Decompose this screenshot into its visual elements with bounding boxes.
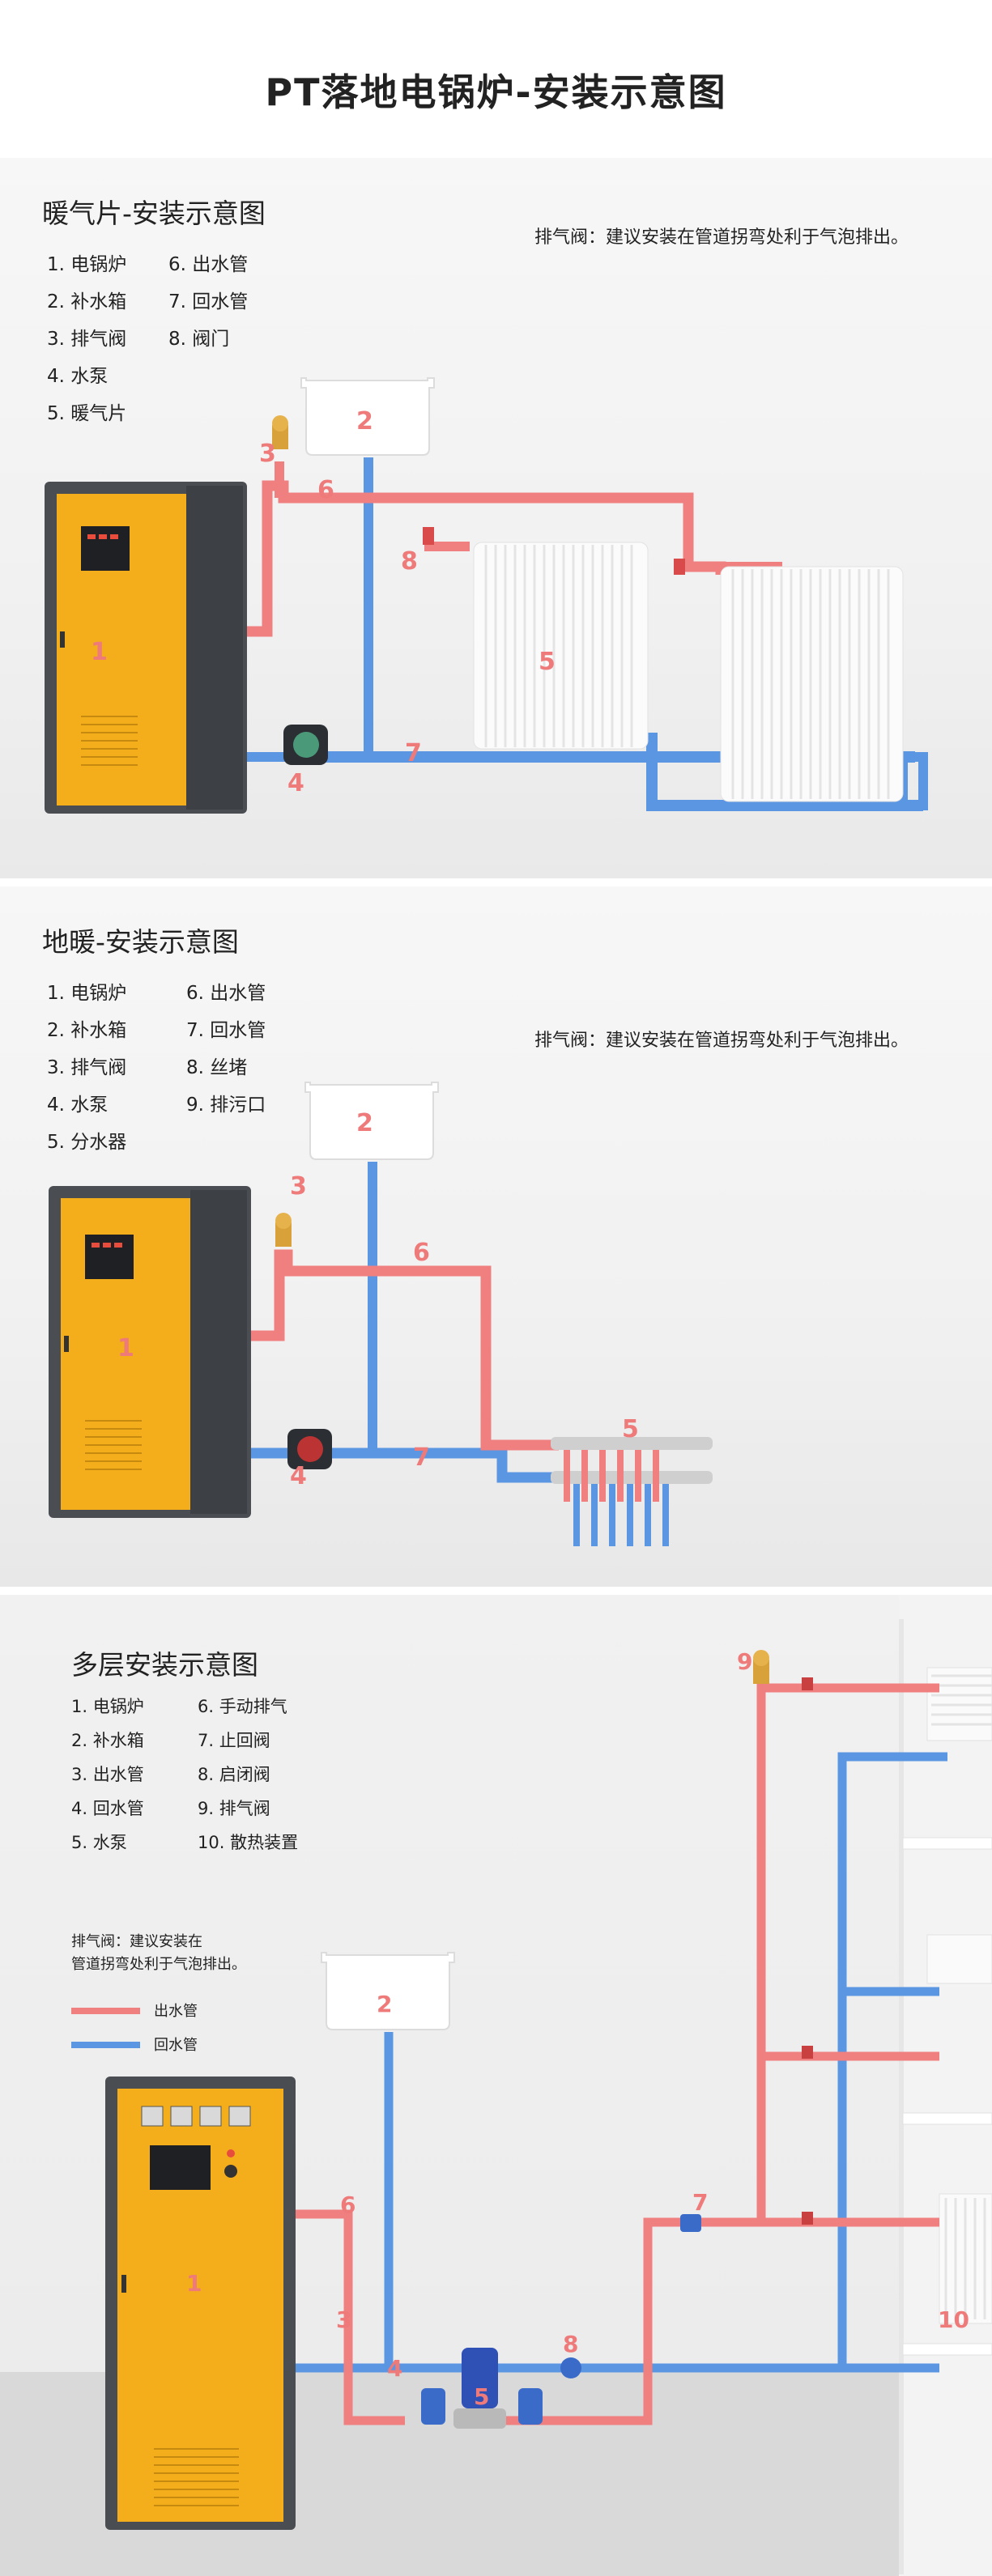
manifold bbox=[551, 1437, 713, 1546]
label-4: 4 bbox=[387, 2355, 402, 2382]
legend-item: 2. 补水箱 bbox=[47, 1020, 127, 1041]
legend-item: 1. 电锅炉 bbox=[47, 254, 127, 275]
valve bbox=[802, 1677, 813, 1690]
label-4: 4 bbox=[290, 1462, 307, 1490]
return-pipe bbox=[182, 1752, 947, 2373]
label-1: 1 bbox=[91, 638, 108, 666]
valve bbox=[674, 559, 685, 575]
supply-pipe bbox=[235, 1249, 559, 1451]
section-title: 暖气片-安装示意图 bbox=[42, 198, 266, 229]
electric-boiler bbox=[49, 1186, 251, 1518]
valve bbox=[802, 2212, 813, 2225]
label-5: 5 bbox=[539, 648, 556, 676]
legend-item: 3. 排气阀 bbox=[47, 1057, 127, 1078]
legend-item: 7. 回水管 bbox=[168, 291, 249, 312]
water-tank bbox=[304, 1082, 439, 1160]
legend-item: 5. 分水器 bbox=[47, 1132, 127, 1153]
label-3: 3 bbox=[336, 2306, 351, 2333]
label-4: 4 bbox=[287, 769, 304, 797]
legend-item: 5. 暖气片 bbox=[47, 403, 127, 424]
label-1: 1 bbox=[117, 1334, 134, 1362]
page-title: PT落地电锅炉-安装示意图 bbox=[265, 70, 727, 114]
radiator-installation-panel: 暖气片-安装示意图 1. 电锅炉 2. 补水箱 3. 排气阀 4. 水泵 5. … bbox=[0, 158, 992, 878]
legend-item: 9. 排气阀 bbox=[198, 1799, 270, 1818]
label-7: 7 bbox=[692, 2189, 708, 2216]
valve bbox=[423, 527, 434, 545]
legend-item: 2. 补水箱 bbox=[47, 291, 127, 312]
vent-note: 排气阀：建议安装在管道拐弯处利于气泡排出。 bbox=[534, 1031, 909, 1051]
legend-item: 6. 出水管 bbox=[186, 983, 266, 1004]
legend-item: 5. 水泵 bbox=[71, 1833, 127, 1852]
multi-floor-panel: 多层安装示意图 1. 电锅炉 2. 补水箱 3. 出水管 4. 回水管 5. 水… bbox=[0, 1595, 992, 2576]
return-pipe bbox=[235, 1162, 567, 1483]
air-vent bbox=[272, 415, 288, 449]
label-5: 5 bbox=[474, 2383, 489, 2410]
label-7: 7 bbox=[413, 1443, 430, 1472]
vent-note: 排气阀：建议安装在管道拐弯处利于气泡排出。 bbox=[534, 227, 909, 248]
legend-item: 4. 水泵 bbox=[47, 1095, 109, 1116]
label-9: 9 bbox=[737, 1648, 752, 1675]
water-pump bbox=[287, 1429, 332, 1469]
air-vent bbox=[753, 1650, 769, 1684]
label-5: 5 bbox=[622, 1415, 639, 1443]
legend-item: 7. 止回阀 bbox=[198, 1731, 270, 1750]
water-tank bbox=[300, 377, 435, 456]
electric-boiler bbox=[105, 2077, 296, 2530]
label-3: 3 bbox=[259, 440, 276, 468]
label-3: 3 bbox=[290, 1172, 307, 1201]
legend-item: 6. 手动排气 bbox=[198, 1697, 287, 1716]
water-tank bbox=[321, 1952, 455, 2030]
label-10: 10 bbox=[938, 2306, 969, 2333]
radiator-diagram: 1 2 3 4 5 6 7 8 bbox=[45, 377, 928, 814]
shelves bbox=[899, 1595, 992, 2576]
legend-item: 2. 补水箱 bbox=[71, 1731, 144, 1750]
label-6: 6 bbox=[413, 1239, 430, 1267]
label-1: 1 bbox=[186, 2270, 202, 2297]
legend-item: 3. 排气阀 bbox=[47, 329, 127, 350]
label-6: 6 bbox=[317, 476, 334, 504]
label-6: 6 bbox=[340, 2191, 356, 2218]
valve bbox=[802, 2046, 813, 2059]
return-pipe-swatch bbox=[71, 2042, 140, 2048]
shutoff-valve bbox=[560, 2357, 581, 2378]
vent-note-line1: 排气阀：建议安装在 bbox=[71, 1933, 202, 1950]
label-2: 2 bbox=[377, 1991, 392, 2017]
legend-item: 8. 阀门 bbox=[168, 329, 230, 350]
legend-item: 1. 电锅炉 bbox=[71, 1697, 144, 1716]
legend-item: 10. 散热装置 bbox=[198, 1833, 299, 1852]
multi-floor-diagram: 1 2 3 4 5 6 7 8 9 10 bbox=[0, 1595, 992, 2576]
section-title: 多层安装示意图 bbox=[71, 1649, 258, 1681]
legend-item: 1. 电锅炉 bbox=[47, 983, 127, 1004]
label-2: 2 bbox=[356, 1109, 373, 1137]
water-pump bbox=[283, 725, 328, 765]
label-8: 8 bbox=[563, 2331, 578, 2357]
radiator bbox=[926, 1667, 992, 2324]
legend-item: 3. 出水管 bbox=[71, 1765, 144, 1784]
radiator-right bbox=[720, 566, 904, 802]
legend-item: 7. 回水管 bbox=[186, 1020, 266, 1041]
label-7: 7 bbox=[405, 739, 422, 767]
label-2: 2 bbox=[356, 407, 373, 436]
legend-item: 4. 回水管 bbox=[71, 1799, 144, 1818]
label-8: 8 bbox=[401, 547, 418, 576]
legend-item: 9. 排污口 bbox=[186, 1095, 266, 1116]
floor-heating-diagram: 1 2 3 4 5 6 7 bbox=[49, 1082, 713, 1546]
supply-pipe-swatch bbox=[71, 2008, 140, 2014]
supply-pipe-legend: 出水管 bbox=[154, 2003, 198, 2020]
legend-item: 8. 启闭阀 bbox=[198, 1765, 270, 1784]
legend-item: 4. 水泵 bbox=[47, 366, 109, 387]
water-pump bbox=[421, 2348, 543, 2429]
section-title: 地暖-安装示意图 bbox=[42, 926, 239, 958]
electric-boiler bbox=[45, 482, 247, 814]
floor-heating-panel: 地暖-安装示意图 1. 电锅炉 2. 补水箱 3. 排气阀 4. 水泵 5. 分… bbox=[0, 886, 992, 1587]
radiator-left bbox=[473, 542, 649, 750]
return-pipe-legend: 回水管 bbox=[154, 2037, 198, 2054]
vent-note-line2: 管道拐弯处利于气泡排出。 bbox=[71, 1956, 246, 1973]
air-vent bbox=[275, 1213, 292, 1247]
legend-item: 8. 丝堵 bbox=[186, 1057, 248, 1078]
check-valve bbox=[680, 2214, 701, 2232]
supply-pipe bbox=[296, 1683, 939, 2425]
legend-item: 6. 出水管 bbox=[168, 254, 249, 275]
